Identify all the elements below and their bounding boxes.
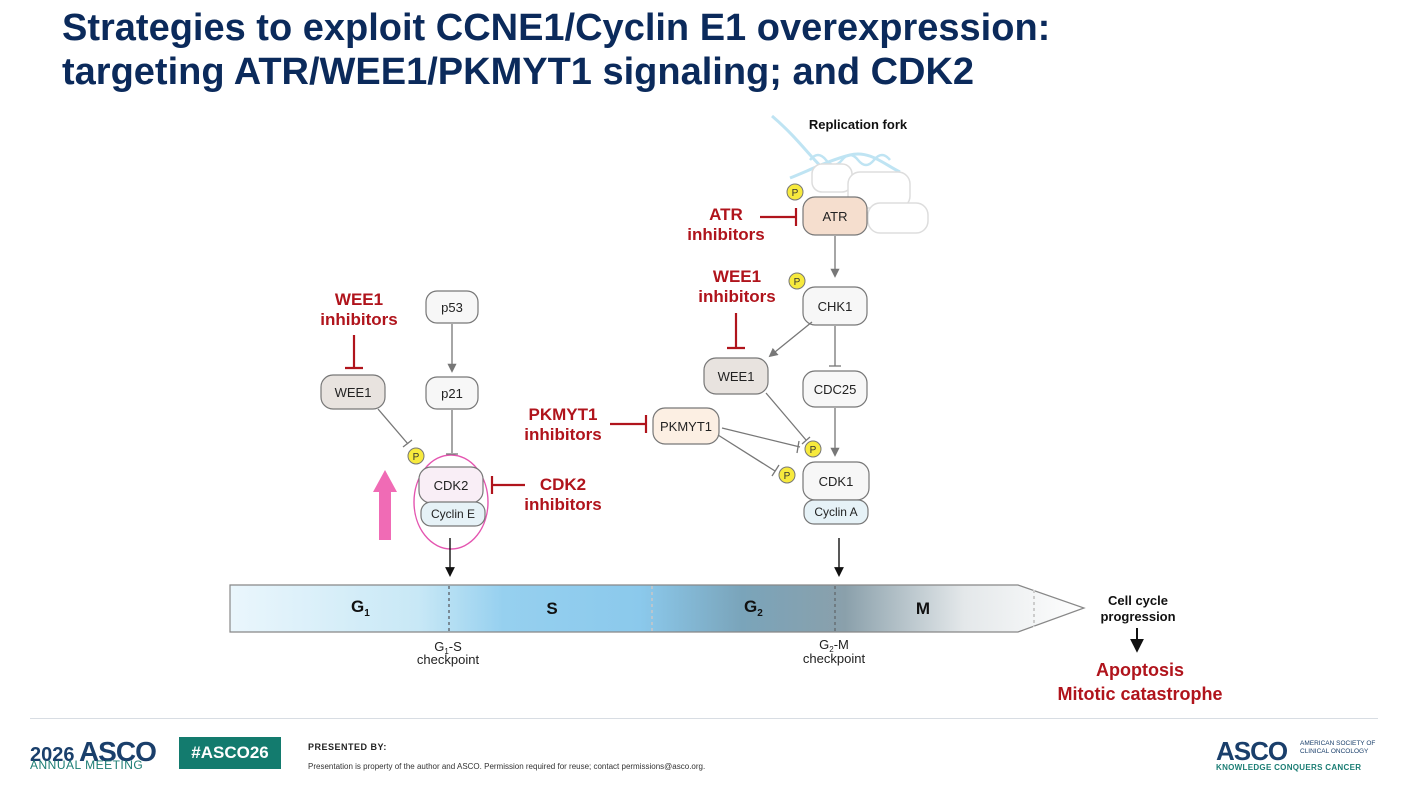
- node-atr-label: ATR: [822, 209, 847, 224]
- node-atr: ATR: [802, 196, 868, 236]
- hashtag-badge: #ASCO26: [179, 737, 281, 769]
- node-cdk1: CDK1: [802, 461, 870, 501]
- pkmyt1-inhibitors-label-1: PKMYT1: [529, 405, 598, 424]
- node-chk1: CHK1: [802, 286, 868, 326]
- pathway-diagram: Replication fork ATR CHK1 WEE1 CDC25 PKM…: [229, 114, 1223, 704]
- g2m-checkpoint-label: G2-M: [819, 637, 849, 654]
- node-wee1-right-label: WEE1: [718, 369, 755, 384]
- asco-logo-word: ASCO: [1216, 736, 1288, 766]
- progression-label-1: Cell cycle: [1108, 593, 1168, 608]
- node-p21: p21: [425, 376, 479, 410]
- phase-g1: G1: [351, 597, 370, 619]
- outcome-mitotic-catastrophe: Mitotic catastrophe: [1057, 684, 1222, 704]
- phospho-label: P: [810, 445, 817, 456]
- phospho-badge-atr: P: [786, 183, 804, 201]
- node-wee1-left-label: WEE1: [335, 385, 372, 400]
- node-cyclin-e-label: Cyclin E: [431, 507, 475, 521]
- node-p53-label: p53: [441, 300, 463, 315]
- phospho-label: P: [784, 471, 791, 482]
- node-wee1-right: WEE1: [703, 357, 769, 395]
- node-wee1-left: WEE1: [320, 374, 386, 410]
- title-line-2: targeting ATR/WEE1/PKMYT1 signaling; and…: [62, 51, 975, 93]
- atr-inhibitors-label-2: inhibitors: [687, 225, 764, 244]
- cdk2-inhibitors-label-2: inhibitors: [524, 495, 601, 514]
- phase-dividers: [448, 586, 1035, 631]
- phospho-label: P: [792, 188, 799, 199]
- phospho-badge-cdk2: P: [407, 447, 425, 465]
- phase-s: S: [546, 599, 557, 618]
- node-cyclin-a: Cyclin A: [803, 499, 869, 525]
- phospho-badge-cdk1-top: P: [804, 440, 822, 458]
- node-p21-label: p21: [441, 386, 463, 401]
- meeting-year: 2026: [30, 744, 75, 766]
- pkmyt1-inhibitors-label-2: inhibitors: [524, 425, 601, 444]
- wee1-left-inhibitors-label-1: WEE1: [335, 290, 383, 309]
- phospho-label: P: [794, 277, 801, 288]
- node-cdk1-label: CDK1: [819, 474, 854, 489]
- replication-fork-label: Replication fork: [809, 117, 908, 132]
- phospho-badge-cdk1-left: P: [778, 466, 796, 484]
- outcome-apoptosis: Apoptosis: [1096, 660, 1184, 680]
- copyright-notice: Presentation is property of the author a…: [308, 762, 706, 771]
- progression-label-2: progression: [1100, 609, 1175, 624]
- node-cyclin-e: Cyclin E: [420, 501, 486, 527]
- g1s-checkpoint-label: G1-S: [434, 639, 462, 656]
- node-pkmyt1: PKMYT1: [652, 407, 720, 445]
- node-cdk2: CDK2: [418, 466, 484, 504]
- title-line-1: Strategies to exploit CCNE1/Cyclin E1 ov…: [62, 7, 1051, 49]
- node-cdc25: CDC25: [802, 370, 868, 408]
- pathway-connections: [377, 236, 841, 477]
- replication-fork-graphic: [771, 114, 929, 234]
- meeting-subtitle: ANNUAL MEETING: [30, 758, 144, 772]
- slide-title: Strategies to exploit CCNE1/Cyclin E1 ov…: [62, 6, 1382, 94]
- node-chk1-label: CHK1: [818, 299, 853, 314]
- wee1-right-inhibitors-label-2: inhibitors: [698, 287, 775, 306]
- wee1-left-inhibitors-label-2: inhibitors: [320, 310, 397, 329]
- footer-divider: [30, 718, 1378, 719]
- node-pkmyt1-label: PKMYT1: [660, 419, 712, 434]
- inhibitor-bars: [345, 208, 798, 494]
- checkpoint-arrows: [445, 538, 1144, 653]
- atr-inhibitors-label-1: ATR: [709, 205, 743, 224]
- phospho-label: P: [413, 452, 420, 463]
- asco-tagline: KNOWLEDGE CONQUERS CANCER: [1216, 763, 1362, 772]
- annual-meeting-logo: 2026 ASCO ANNUAL MEETING: [30, 736, 157, 772]
- node-p53: p53: [425, 290, 479, 324]
- wee1-right-inhibitors-label-1: WEE1: [713, 267, 761, 286]
- node-cdk2-label: CDK2: [434, 478, 469, 493]
- node-cyclin-a-label: Cyclin A: [814, 505, 857, 519]
- asco-society-logo: ASCO AMERICAN SOCIETY OF CLINICAL ONCOLO…: [1216, 736, 1382, 776]
- phase-g2: G2: [744, 597, 763, 619]
- phase-m: M: [916, 599, 930, 618]
- presented-by: PRESENTED BY:: [308, 742, 387, 752]
- cdk2-inhibitors-label-1: CDK2: [540, 475, 586, 494]
- asco-logo-society: AMERICAN SOCIETY OF CLINICAL ONCOLOGY: [1300, 740, 1376, 755]
- g1s-checkpoint-word: checkpoint: [417, 652, 480, 667]
- node-cdc25-label: CDC25: [814, 382, 857, 397]
- g2m-checkpoint-word: checkpoint: [803, 651, 866, 666]
- cell-cycle-bar: [229, 584, 1086, 633]
- cdk2-overexpression-ring: [413, 454, 489, 550]
- meeting-asco: ASCO: [78, 736, 157, 767]
- overexpression-up-arrow: [373, 470, 397, 540]
- phospho-badge-chk1: P: [788, 272, 806, 290]
